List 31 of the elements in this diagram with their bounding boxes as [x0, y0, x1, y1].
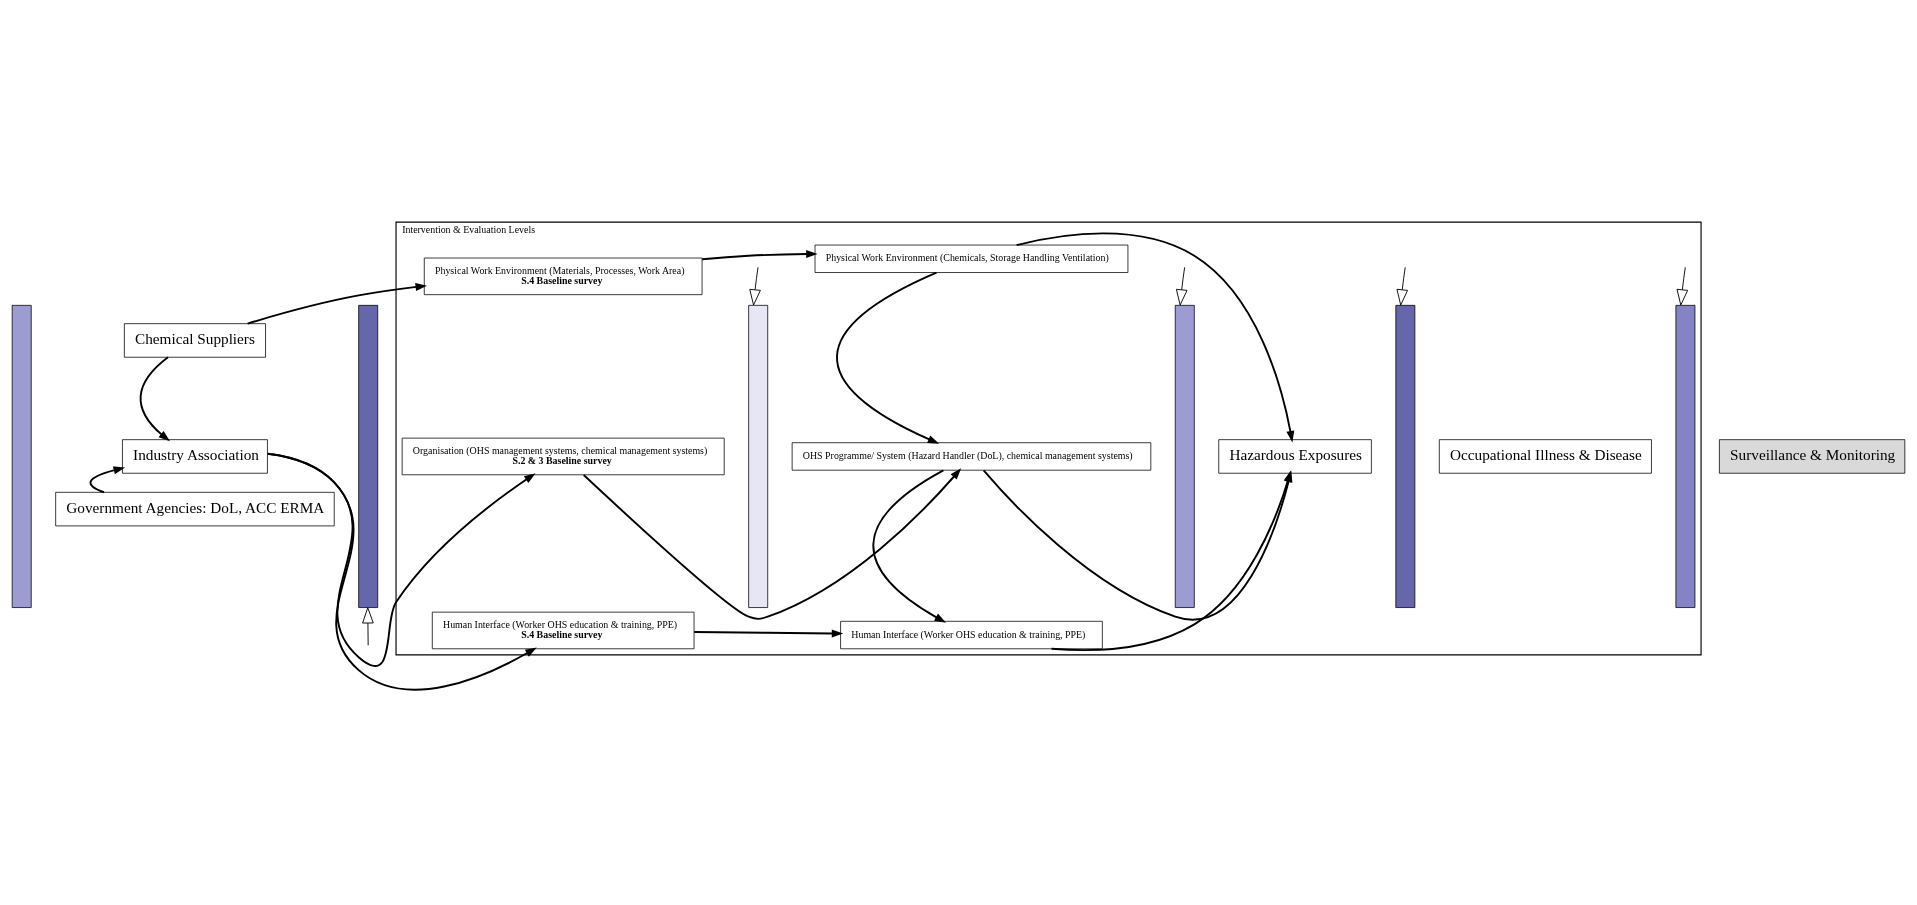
node-box: Human Interface (Worker OHS education & training, PPE) S.4 Baseline survey — [431, 611, 695, 649]
arrow — [1175, 266, 1188, 305]
arrow — [693, 628, 844, 637]
arrow — [362, 606, 374, 646]
arrow — [582, 467, 962, 620]
node-box: Physical Work Environment (Chemicals, Storage Handling Ventilation) — [814, 244, 1129, 273]
node-bar — [1675, 304, 1696, 608]
node-box: Hazardous Exposures — [1218, 438, 1372, 474]
arrow — [1676, 266, 1689, 305]
node-box: Human Interface (Worker OHS education & training, PPE) — [840, 620, 1103, 649]
node-box: Organisation (OHS management systems, chemical management systems) S.2 & 3 Baseline survey — [401, 437, 725, 475]
arrow — [749, 266, 761, 305]
arrow — [139, 355, 170, 441]
node-box: Surveillance & Monitoring — [1719, 438, 1906, 474]
arrow — [89, 465, 126, 493]
arrow — [701, 249, 818, 260]
node-box: OHS Programme/ System (Hazard Handler (DoL), chemical management systems) — [791, 441, 1152, 471]
node-box: Government Agencies: DoL, ACC ERMA — [55, 491, 335, 526]
arrow — [872, 468, 947, 623]
node-box: Industry Association — [122, 438, 268, 474]
node-bar — [11, 304, 32, 608]
node-bar — [1174, 304, 1195, 608]
node-bar — [358, 304, 379, 608]
node-box: Chemical Suppliers — [123, 322, 266, 358]
node-bar — [1395, 304, 1416, 608]
arrow — [246, 282, 427, 325]
arrow — [836, 271, 940, 444]
node-box: Occupational Illness & Disease — [1438, 438, 1652, 474]
arrow — [1396, 266, 1409, 305]
node-bar — [748, 304, 769, 608]
node-box: Physical Work Environment (Materials, Processes, Work Area) S.4 Baseline survey — [423, 257, 703, 295]
